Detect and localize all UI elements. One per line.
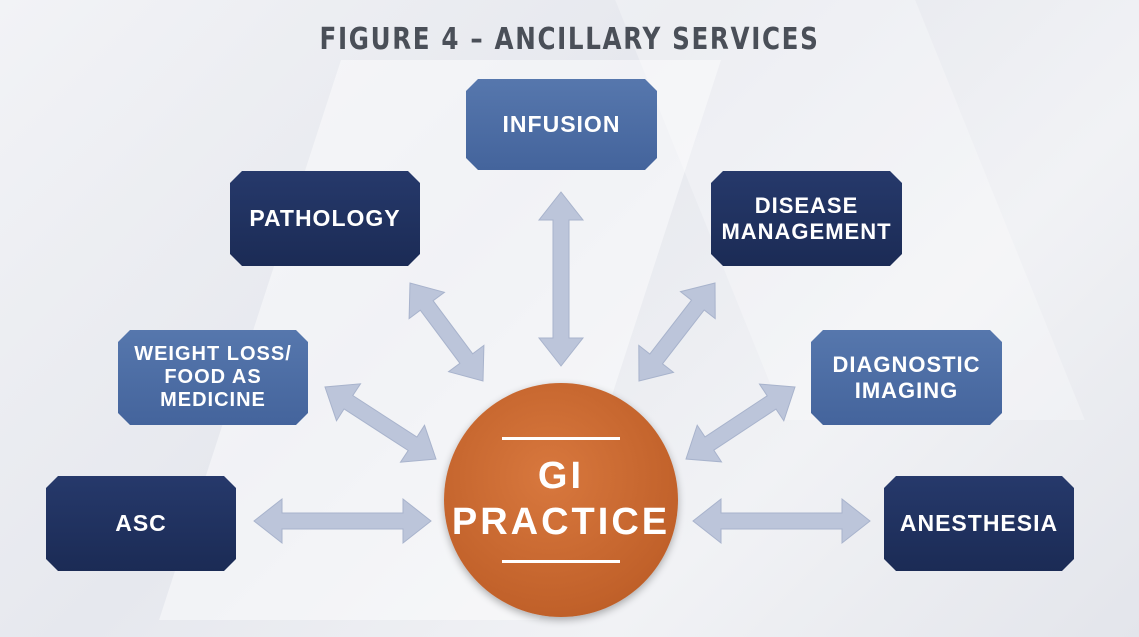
- node-anesthesia-label: ANESTHESIA: [899, 510, 1059, 537]
- double-arrow: [685, 383, 796, 463]
- node-pathology: PATHOLOGY: [230, 171, 420, 266]
- node-asc-label: ASC: [115, 510, 167, 537]
- node-pathology-label: PATHOLOGY: [249, 205, 401, 232]
- node-diagnostic-imaging-label: DIAGNOSTIC IMAGING: [832, 352, 981, 403]
- node-infusion: INFUSION: [466, 79, 657, 170]
- node-disease-management: DISEASE MANAGEMENT: [711, 171, 902, 266]
- center-bottom-rule: [502, 559, 620, 563]
- center-top-rule: [502, 437, 620, 441]
- node-diagnostic-imaging: DIAGNOSTIC IMAGING: [811, 330, 1002, 425]
- double-arrow: [537, 191, 585, 367]
- double-arrow: [692, 497, 871, 545]
- node-anesthesia: ANESTHESIA: [884, 476, 1074, 571]
- node-infusion-label: INFUSION: [502, 111, 621, 138]
- double-arrow: [324, 383, 437, 463]
- center-label: GI PRACTICE: [451, 455, 671, 543]
- node-weight-loss-label: WEIGHT LOSS/ FOOD AS MEDICINE: [134, 343, 292, 411]
- node-weight-loss: WEIGHT LOSS/ FOOD AS MEDICINE: [118, 330, 308, 425]
- double-arrow: [253, 497, 432, 545]
- double-arrow: [408, 282, 485, 382]
- node-disease-management-label: DISEASE MANAGEMENT: [721, 193, 892, 244]
- center-gi-practice: GI PRACTICE: [444, 383, 678, 617]
- double-arrow: [638, 282, 716, 382]
- node-asc: ASC: [46, 476, 236, 571]
- figure-title: FIGURE 4 – ANCILLARY SERVICES: [319, 22, 820, 57]
